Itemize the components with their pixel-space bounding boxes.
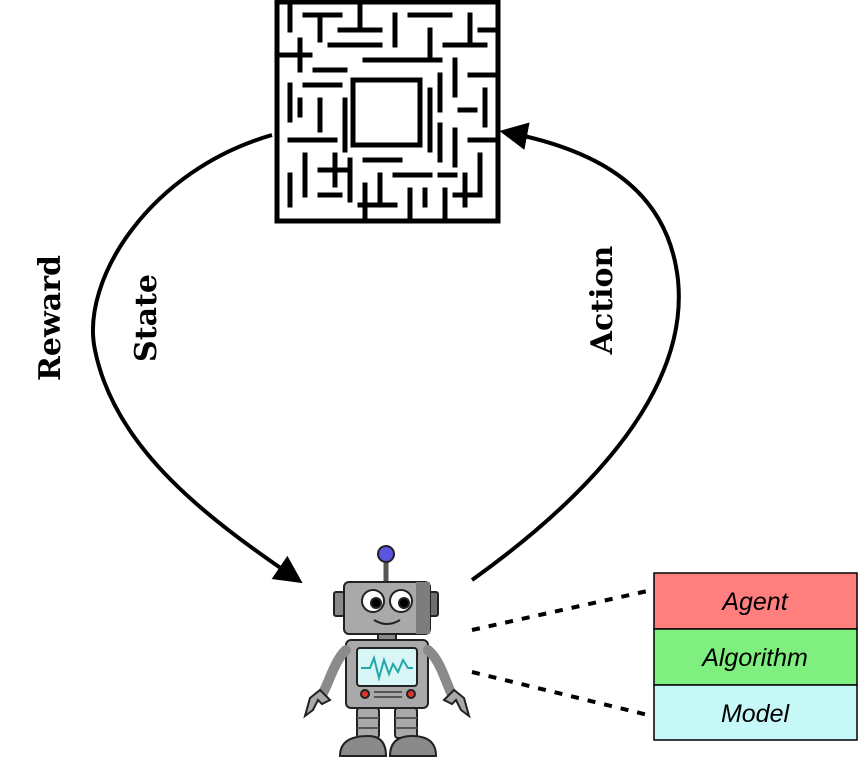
component-stack: Agent Algorithm Model: [653, 572, 858, 741]
connector-model: [471, 670, 653, 718]
model-box-label: Model: [721, 700, 791, 728]
action-arrow: [470, 122, 681, 582]
algorithm-box-label: Algorithm: [700, 644, 808, 672]
action-label: Action: [585, 246, 620, 356]
state-label: State: [129, 274, 164, 362]
agent-box: [653, 572, 858, 630]
model-box: [653, 684, 858, 741]
maze-icon: [274, 0, 501, 224]
agent-box-label: Agent: [720, 588, 788, 616]
reward-label: Reward: [33, 255, 68, 381]
robot-icon: [303, 545, 471, 757]
connector-agent: [471, 588, 653, 632]
state-reward-arrow: [91, 133, 303, 584]
algorithm-box: [653, 628, 858, 686]
